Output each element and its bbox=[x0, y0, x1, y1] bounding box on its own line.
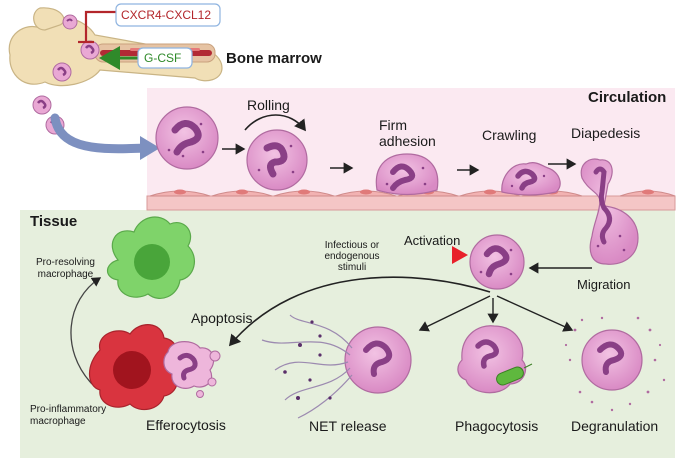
gcsf-label-box bbox=[137, 47, 193, 69]
pro-inflammatory-macrophage bbox=[88, 324, 179, 411]
step-diapedesis-label: Diapedesis bbox=[571, 125, 641, 141]
firm-line-2: adhesion bbox=[379, 133, 436, 149]
diapedesis-cell bbox=[580, 158, 639, 265]
fate-phagocytosis-label: Phagocytosis bbox=[455, 418, 539, 434]
step-firm-adhesion-label: Firm adhesion bbox=[379, 117, 436, 149]
firm-line-1: Firm bbox=[379, 117, 407, 133]
flow-to-circulation-arrow bbox=[50, 113, 150, 154]
arrow-to-degranulation bbox=[496, 295, 574, 332]
adhesion-cell bbox=[375, 153, 439, 196]
gcsf-label: G-CSF bbox=[144, 51, 182, 65]
activation-arrowhead bbox=[452, 246, 468, 264]
pro-resolving-line-1: Pro-resolving bbox=[36, 257, 95, 268]
cxcr4-label: CXCR4-CXCL12 bbox=[121, 8, 212, 22]
circulation-title: Circulation bbox=[588, 89, 667, 106]
crawling-cell bbox=[501, 162, 561, 196]
fate-efferocytosis-label: Efferocytosis bbox=[146, 417, 226, 433]
migration-label: Migration bbox=[577, 277, 631, 292]
step-crawling-label: Crawling bbox=[482, 127, 537, 143]
stimuli-line-2: endogenous bbox=[324, 251, 380, 262]
activated-neutrophil bbox=[469, 234, 525, 290]
pro-inflammatory-label: Pro-inflammatory macrophage bbox=[30, 404, 106, 428]
cxcr4-inhibition-line bbox=[84, 10, 118, 42]
polarization-arrow bbox=[70, 277, 102, 385]
rolling-curved-arrow bbox=[244, 114, 306, 132]
degranulation-cell bbox=[564, 316, 666, 412]
pro-inflammatory-line-2: macrophage bbox=[30, 416, 86, 427]
phagocytosis-cell bbox=[457, 325, 533, 394]
pro-resolving-macrophage bbox=[106, 216, 196, 299]
fate-net-release-label: NET release bbox=[309, 418, 387, 434]
rolling-cell-2 bbox=[246, 129, 308, 191]
tissue-title: Tissue bbox=[30, 213, 78, 230]
stimuli-line-3: stimuli bbox=[337, 262, 367, 273]
fate-degranulation-label: Degranulation bbox=[571, 418, 659, 434]
step-rolling-label: Rolling bbox=[247, 97, 290, 113]
pro-resolving-line-2: macrophage bbox=[37, 269, 94, 280]
apoptosis-label: Apoptosis bbox=[191, 310, 253, 326]
arrow-to-net bbox=[418, 295, 491, 332]
pro-inflammatory-line-1: Pro-inflammatory bbox=[30, 404, 107, 415]
stimuli-label: Infectious or endogenous stimuli bbox=[320, 240, 384, 273]
pro-resolving-label: Pro-resolving macrophage bbox=[36, 257, 95, 281]
rolling-cell-1 bbox=[155, 106, 219, 170]
net-release-cell bbox=[261, 314, 412, 419]
bone-marrow-title: Bone marrow bbox=[226, 50, 322, 67]
apoptotic-cell bbox=[163, 341, 221, 398]
stimuli-line-1: Infectious or bbox=[324, 240, 380, 251]
endothelium bbox=[146, 189, 676, 211]
arrow-to-apoptosis bbox=[228, 276, 491, 347]
activation-label: Activation bbox=[404, 233, 461, 248]
cxcr4-label-box bbox=[115, 3, 221, 27]
flow-arrowhead bbox=[140, 136, 160, 160]
